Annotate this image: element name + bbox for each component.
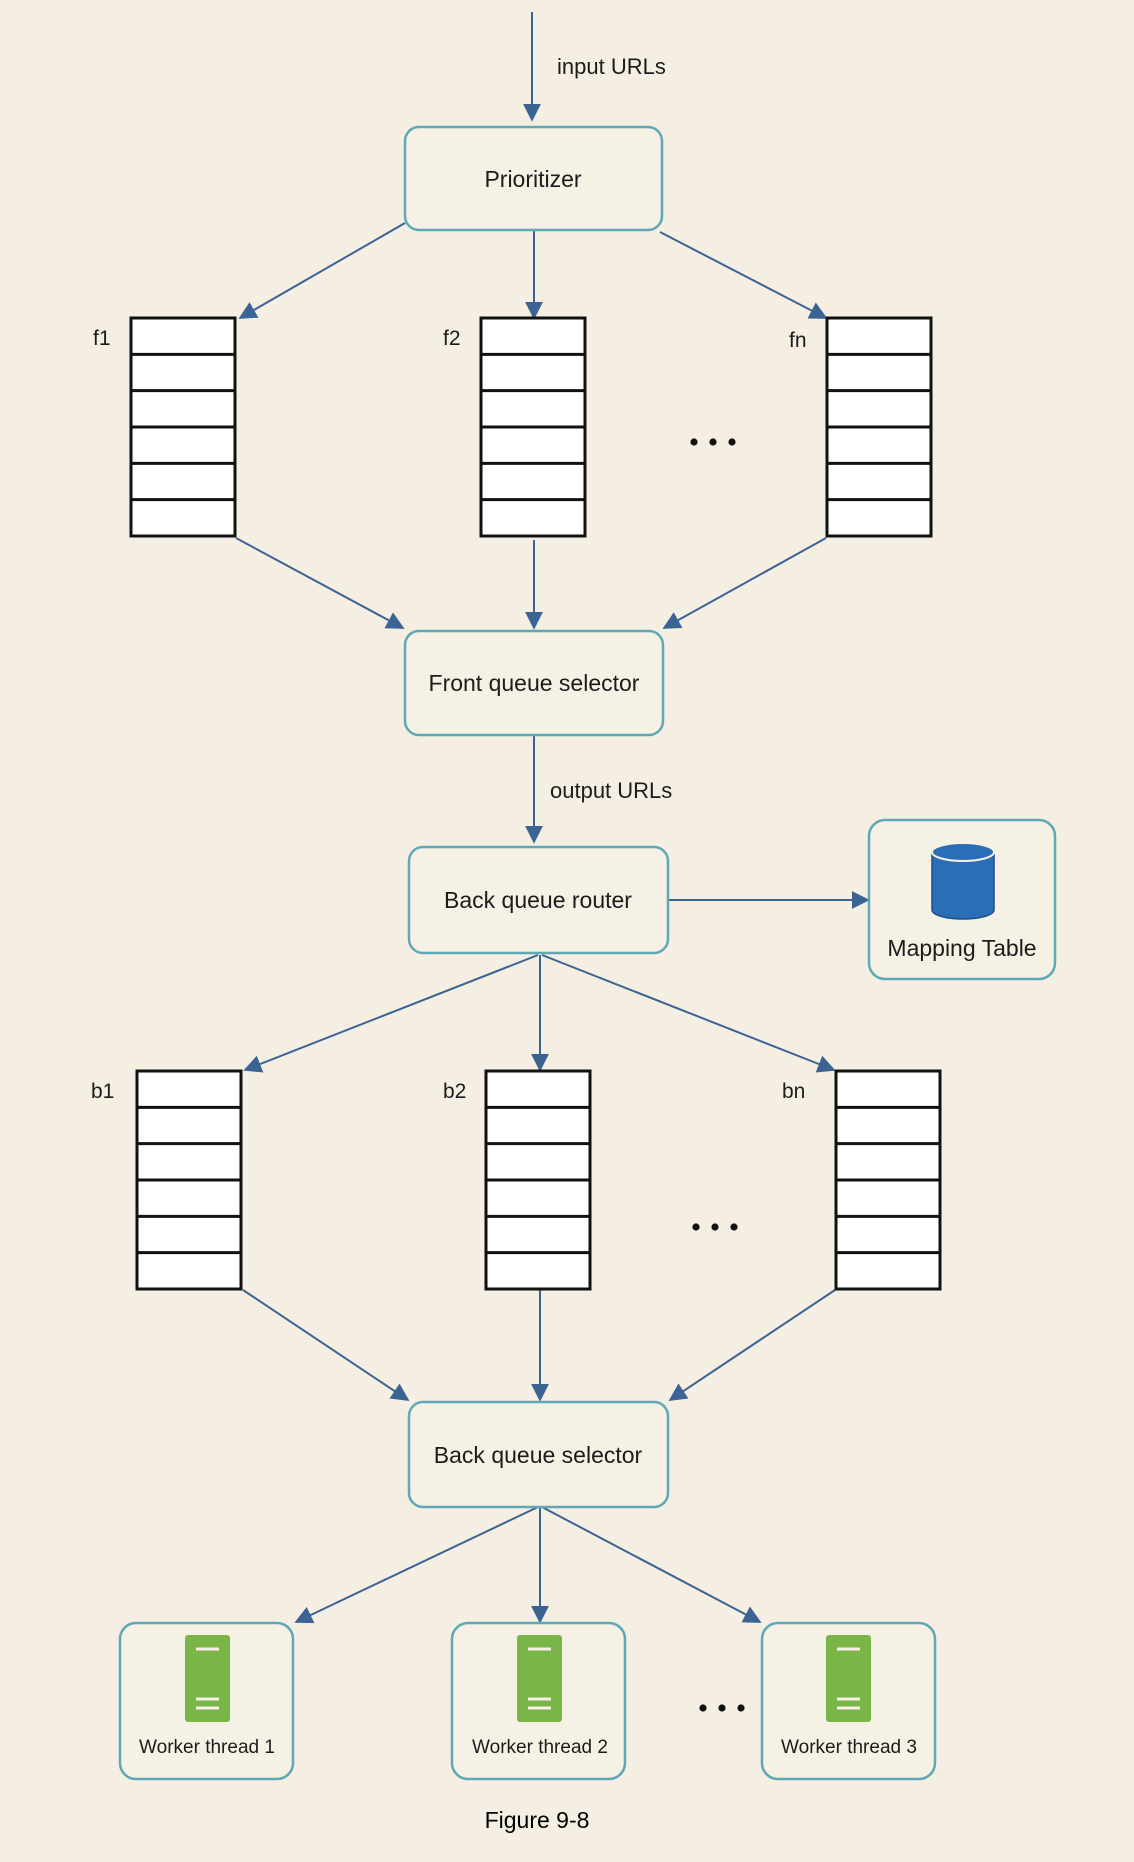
front-queue-selector-label: Front queue selector (429, 670, 640, 696)
queue-label-fn: fn (789, 329, 807, 352)
back-queue-router-label: Back queue router (444, 887, 632, 913)
edge-label-input-urls: input URLs (557, 54, 666, 79)
mapping-table-label: Mapping Table (887, 935, 1036, 961)
front-queue-fn (825, 316, 933, 538)
edge-f1-to-front-selector (235, 537, 405, 629)
worker-thread-1-label: Worker thread 1 (139, 1737, 275, 1758)
edge-back-router-to-bn (541, 954, 836, 1073)
database-icon (931, 842, 995, 920)
back-queue-router-node: Back queue router (407, 845, 670, 955)
queue-label-bn: bn (782, 1080, 805, 1103)
worker-thread-1-node: Worker thread 1 (118, 1621, 295, 1781)
server-icon (185, 1635, 230, 1722)
front-queues-ellipsis (690, 438, 736, 446)
edges (235, 12, 870, 1624)
figure-caption: Figure 9-8 (485, 1807, 590, 1833)
back-queue-bn (834, 1069, 942, 1291)
worker-thread-2-label: Worker thread 2 (472, 1737, 608, 1758)
edge-back-selector-to-worker-3 (541, 1506, 762, 1623)
edge-prioritizer-to-fn (659, 231, 828, 319)
mapping-table-node: Mapping Table (867, 818, 1057, 981)
server-icon (517, 1635, 562, 1722)
queue-label-b1: b1 (91, 1080, 114, 1103)
edge-fn-to-front-selector (662, 537, 827, 629)
server-icon (826, 1635, 871, 1722)
edge-label-output-urls: output URLs (550, 778, 672, 803)
front-queue-f2 (479, 316, 587, 538)
queue-label-f1: f1 (93, 327, 111, 350)
queue-label-f2: f2 (443, 327, 461, 350)
front-queue-selector-node: Front queue selector (403, 629, 665, 737)
edge-b1-to-back-selector (242, 1289, 410, 1401)
front-queues (129, 316, 933, 538)
workers-ellipsis (699, 1704, 745, 1712)
front-queue-f1 (129, 316, 237, 538)
worker-thread-3-label: Worker thread 3 (781, 1737, 917, 1758)
back-queue-b2 (484, 1069, 592, 1291)
back-queues-ellipsis (692, 1223, 738, 1231)
worker-thread-3-node: Worker thread 3 (760, 1621, 937, 1781)
back-queue-selector-node: Back queue selector (407, 1400, 670, 1509)
edge-bn-to-back-selector (668, 1289, 836, 1401)
back-queues (135, 1069, 942, 1291)
prioritizer-node: Prioritizer (403, 125, 664, 232)
queue-label-b2: b2 (443, 1080, 466, 1103)
edge-back-router-to-b1 (243, 954, 539, 1073)
edge-prioritizer-to-f1 (238, 222, 406, 319)
back-queue-b1 (135, 1069, 243, 1291)
edge-back-selector-to-worker-1 (294, 1506, 539, 1624)
back-queue-selector-label: Back queue selector (434, 1442, 643, 1468)
worker-thread-2-node: Worker thread 2 (450, 1621, 627, 1781)
prioritizer-label: Prioritizer (484, 166, 581, 192)
